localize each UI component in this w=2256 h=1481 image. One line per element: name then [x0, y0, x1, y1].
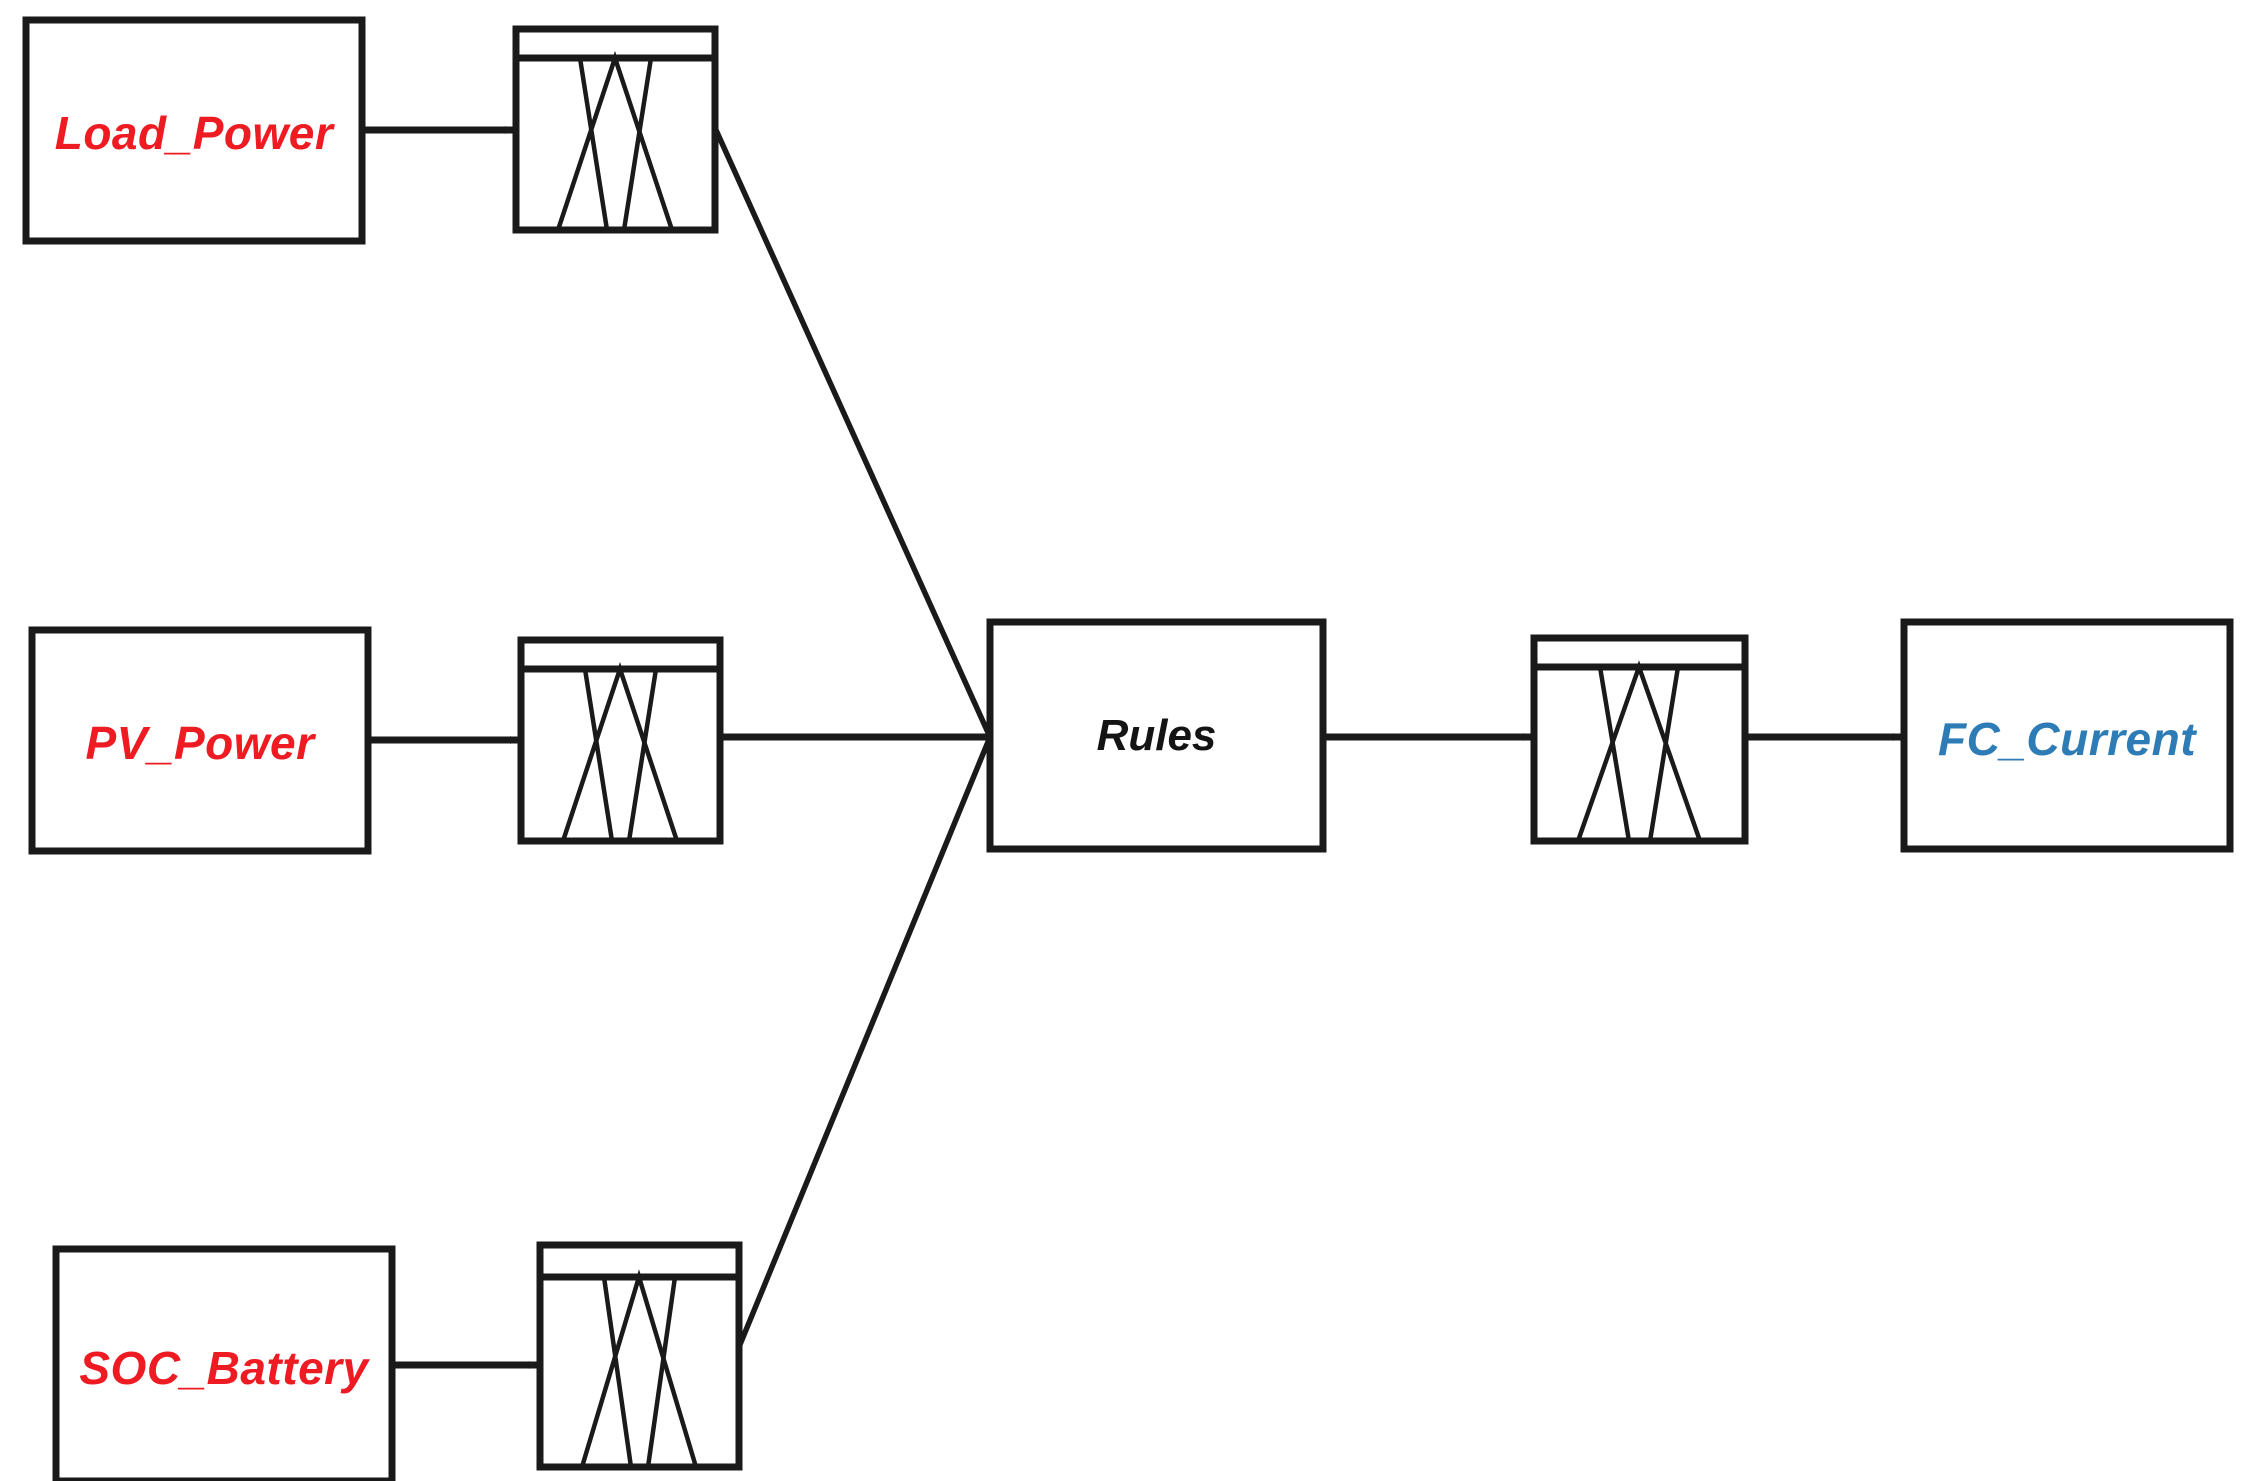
fuzzy-membership-icon-load-power[interactable]: [512, 25, 719, 234]
connector-soc-mf-to-rules: [736, 735, 993, 1349]
input-box-soc-battery[interactable]: [52, 1245, 396, 1481]
fuzzy-membership-icon-soc-battery[interactable]: [536, 1241, 743, 1471]
output-box-fc-current[interactable]: [1900, 618, 2234, 853]
input-box-pv-power[interactable]: [28, 626, 372, 855]
fuzzy-membership-icon-output[interactable]: [1530, 634, 1749, 845]
fuzzy-membership-icon-pv-power[interactable]: [517, 636, 724, 845]
rules-box[interactable]: [986, 618, 1327, 853]
input-box-load-power[interactable]: [22, 16, 366, 245]
connector-load-mf-to-rules: [713, 128, 993, 739]
